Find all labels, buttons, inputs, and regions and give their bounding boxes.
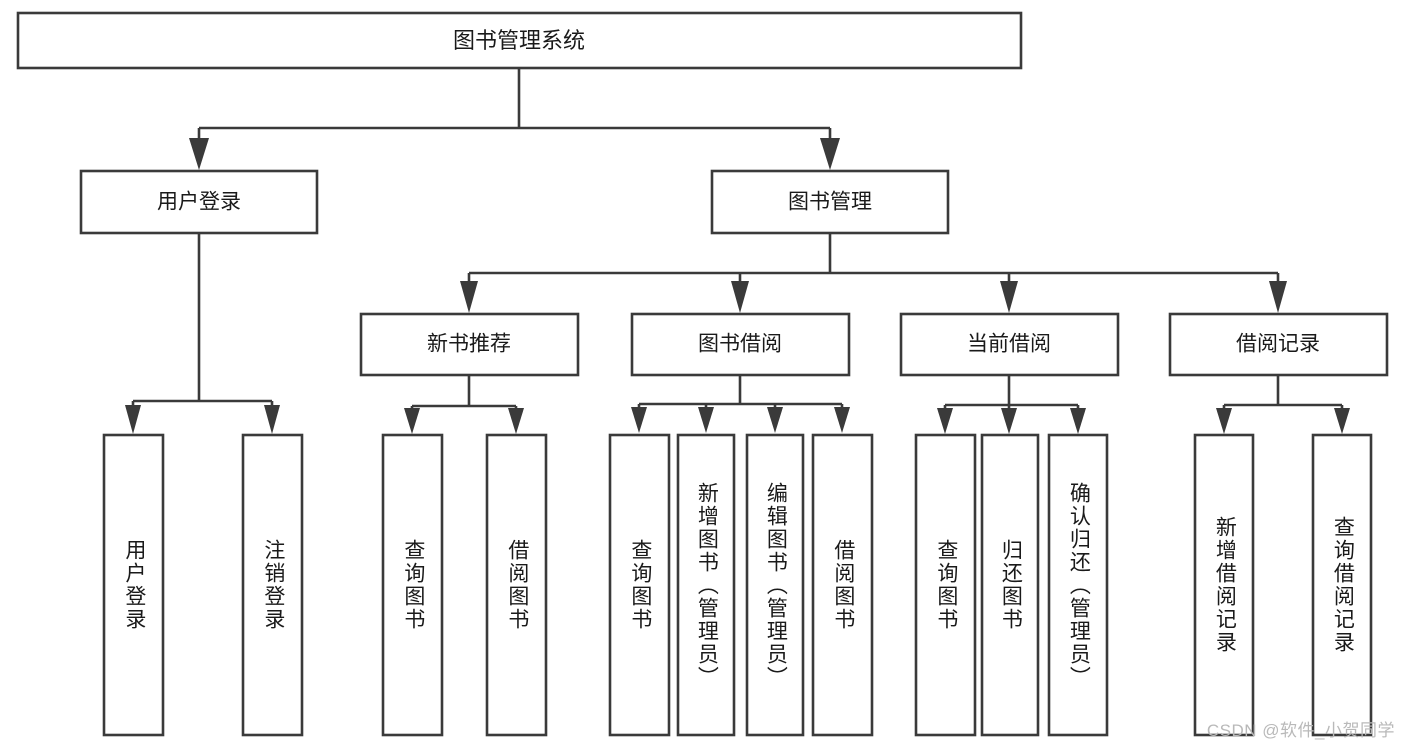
node-book-management[interactable]: 图书管理 [710,169,950,235]
node-box-rect [1168,312,1389,377]
node-label-book-borrow: 图书借阅 [698,333,782,356]
node-label-borrow-record: 借阅记录 [1236,333,1320,356]
leaf-box-rect-return-book[interactable] [980,433,1040,737]
arrow-head-icon [1001,408,1017,434]
arrow-head-icon [767,407,783,433]
leaf-boxes-borrow-record [1193,433,1373,737]
node-box-rect [899,312,1120,377]
leaf-box-rect-add-book-admin[interactable] [676,433,736,737]
arrow-head-icon [189,138,209,170]
leaf-boxes-current-borrow [914,433,1109,737]
leaf-boxes-book-borrow [608,433,874,737]
node-borrow-record[interactable]: 借阅记录 [1168,312,1389,377]
leaf-box-rect-borrow-book[interactable] [485,433,548,737]
node-root-book-management-system[interactable]: 图书管理系统 [16,11,1023,70]
connector-borrowrecord-to-leaves [1216,375,1350,434]
leaf-box-rect-query-book[interactable] [914,433,977,737]
arrow-head-icon [264,405,280,434]
leaf-boxes-user-login [102,433,304,737]
node-box-rect [79,169,319,235]
leaf-box-rect-query-borrow-record[interactable] [1311,433,1373,737]
node-current-borrow[interactable]: 当前借阅 [899,312,1120,377]
arrow-head-icon [820,138,840,170]
node-label-root: 图书管理系统 [453,28,585,53]
leaf-box-rect-borrow-book[interactable] [811,433,874,737]
connector-userlogin-to-leaves [125,233,280,434]
connector-root-to-level2 [189,68,840,170]
arrow-head-icon [125,405,141,434]
leaf-box-rect-edit-book-admin[interactable] [745,433,805,737]
leaf-box-rect-add-borrow-record[interactable] [1193,433,1255,737]
node-box-rect [710,169,950,235]
node-new-book-recommend[interactable]: 新书推荐 [359,312,580,377]
connector-newbook-to-leaves [404,375,524,434]
node-label-current-borrow: 当前借阅 [967,333,1051,356]
arrow-head-icon [834,407,850,433]
node-label-new-book-recommend: 新书推荐 [427,333,511,356]
arrow-head-icon [937,408,953,434]
arrow-head-icon [1334,408,1350,434]
node-book-borrow[interactable]: 图书借阅 [630,312,851,377]
leaf-boxes-new-book-recommend [381,433,548,737]
arrow-head-icon [404,408,420,434]
leaf-box-rect-query-book[interactable] [381,433,444,737]
leaf-box-rect-logout[interactable] [241,433,304,737]
leaf-box-rect-confirm-return-admin[interactable] [1047,433,1109,737]
connector-currentborrow-to-leaves [937,375,1086,434]
leaf-box-rect-query-book[interactable] [608,433,671,737]
node-box-rect [630,312,851,377]
arrow-head-icon [1070,408,1086,434]
node-label-book-management: 图书管理 [788,191,872,214]
connector-bookmgmt-to-level3 [460,233,1287,313]
node-label-user-login: 用户登录 [157,191,241,214]
csdn-watermark: CSDN @软件_小贺同学 [1206,721,1395,740]
arrow-head-icon [631,407,647,433]
arrow-head-icon [698,407,714,433]
leaf-box-rect-user-login[interactable] [102,433,165,737]
arrow-head-icon [1000,281,1018,313]
connector-bookborrow-to-leaves [631,375,850,433]
node-user-login[interactable]: 用户登录 [79,169,319,235]
node-box-rect [16,11,1023,70]
arrow-head-icon [1269,281,1287,313]
node-box-rect [359,312,580,377]
arrow-head-icon [1216,408,1232,434]
arrow-head-icon [508,408,524,434]
arrow-head-icon [460,281,478,313]
arrow-head-icon [731,281,749,313]
